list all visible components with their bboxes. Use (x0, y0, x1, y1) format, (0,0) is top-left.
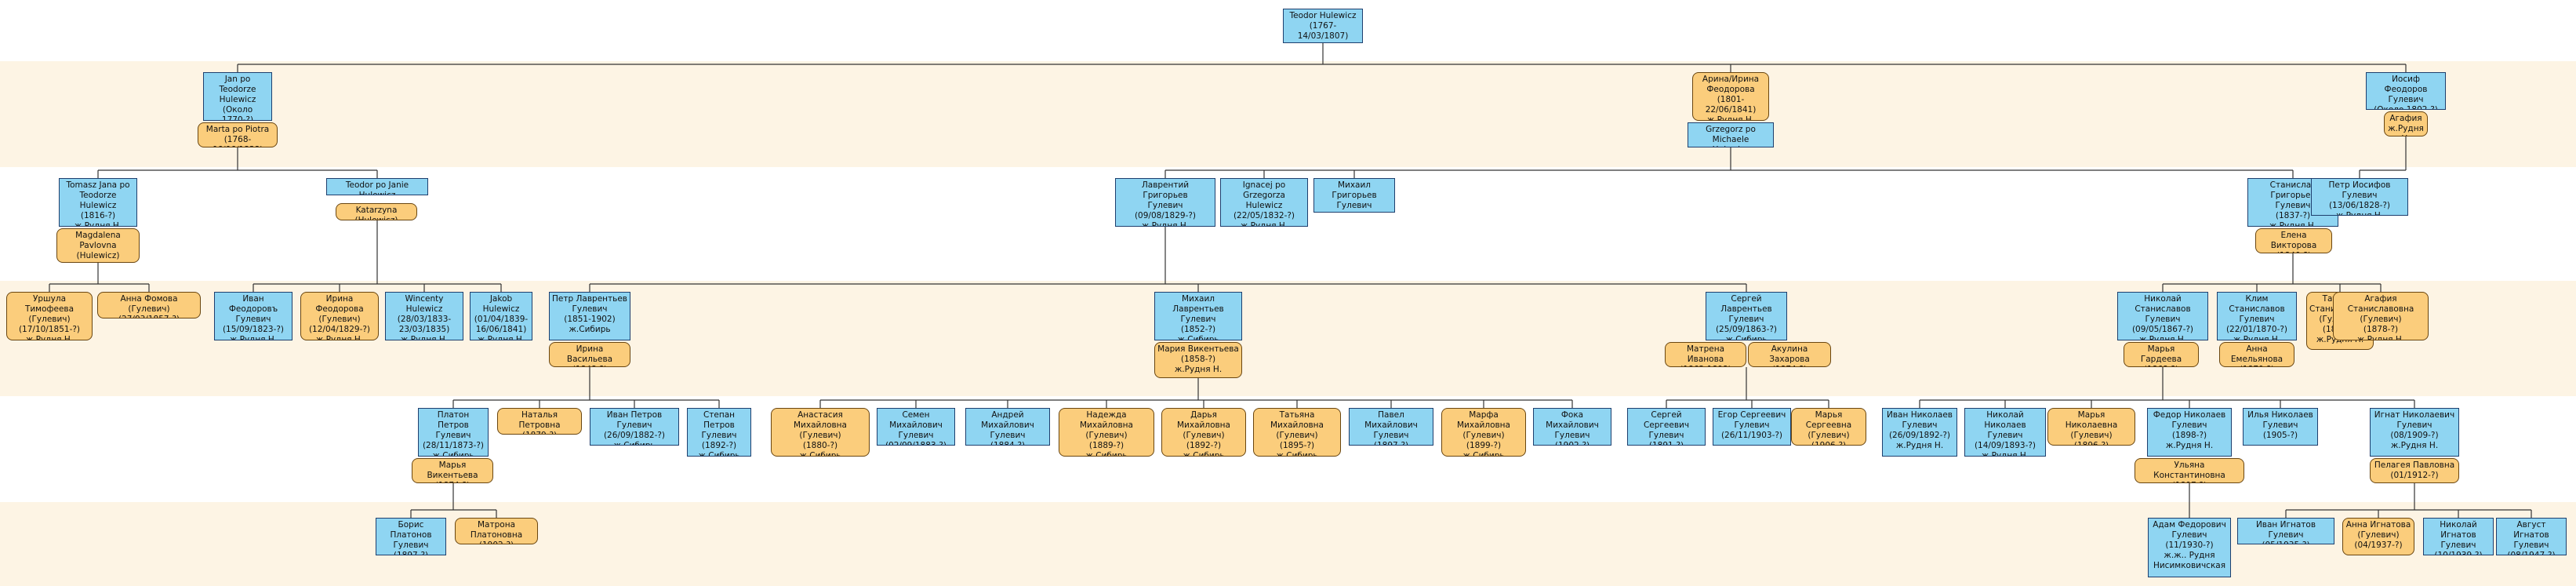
person-foka[interactable]: Фока Михайлович Гулевич (1902-?) (1533, 408, 1611, 446)
person-teodor[interactable]: Teodor Hulewicz (1767-14/03/1807) ж.Ниси… (1283, 9, 1363, 43)
person-maria_v2[interactable]: Марья Викентьева (1874-?) (412, 458, 493, 483)
person-grzegorz[interactable]: Grzegorz po Michaele Hulewicz (1688, 122, 1774, 147)
person-natalia_p[interactable]: Наталья Петровна (1879-?) (497, 408, 582, 435)
person-semen[interactable]: Семен Михайлович Гулевич (02/09/1883-?) (877, 408, 955, 446)
person-marta[interactable]: Marta po Piotra (1768-06/06/1838) (198, 122, 278, 147)
person-marfa_m[interactable]: Марфа Михайловна (Гулевич) (1899-?) ж.Си… (1441, 408, 1526, 457)
person-avgust[interactable]: Август Игнатов Гулевич (08/1947-?) (2496, 518, 2567, 555)
person-pelageya[interactable]: Пелагея Павловна (01/1912-?) (2370, 458, 2459, 483)
person-maria_g[interactable]: Марья Гардеева (1868-?) (2124, 342, 2199, 367)
person-magdalena[interactable]: Magdalena Pavlovna (Hulewicz) (1815-?) (56, 228, 140, 263)
person-teodor2[interactable]: Teodor po Janie Hulewicz (326, 178, 428, 195)
person-jakob[interactable]: Jakob Hulewicz (01/04/1839- 16/06/1841) … (470, 292, 532, 340)
person-ulyana[interactable]: Ульяна Константиновна (1897-?) (2135, 458, 2244, 483)
person-nadezhda[interactable]: Надежда Михайловна (Гулевич) (1889-?) ж.… (1059, 408, 1154, 457)
person-nikolai_s[interactable]: Николай Станиславов Гулевич (09/05/1867-… (2117, 292, 2208, 340)
person-akulina[interactable]: Акулина Захарова (1874-?) (1748, 342, 1831, 367)
person-elena[interactable]: Елена Викторова (1840-?) (2255, 228, 2332, 253)
person-mikhail_l[interactable]: Михаил Лаврентьев Гулевич (1852-?) ж.Сиб… (1154, 292, 1242, 340)
person-ivan_p[interactable]: Иван Петров Гулевич (26/09/1882-?) ж.Сиб… (590, 408, 679, 446)
person-petr_l[interactable]: Петр Лаврентьев Гулевич (1851-1902) ж.Си… (549, 292, 630, 340)
person-anna_e[interactable]: Анна Емельянова (1870-?) (2219, 342, 2294, 367)
person-petr_iosif[interactable]: Петр Иосифов Гулевич (13/06/1828-?) ж.Ру… (2311, 178, 2408, 216)
person-pavel_m[interactable]: Павел Михайлович Гулевич (1897-?) (1349, 408, 1433, 446)
person-anastasia[interactable]: Анастасия Михайловна (Гулевич) (1880-?) … (771, 408, 870, 457)
person-agafia_s[interactable]: Агафия Станиславовна (Гулевич) (1878-?) … (2333, 292, 2429, 340)
person-jan[interactable]: Jan po Teodorze Hulewicz (Около 1770-?) … (203, 72, 272, 121)
person-anna_f[interactable]: Анна Фомова (Гулевич) (27/03/1857-?) (97, 292, 201, 318)
person-lavrentiy[interactable]: Лаврентий Григорьев Гулевич (09/08/1829-… (1115, 178, 1215, 227)
person-ignat[interactable]: Игнат Николаевич Гулевич (08/1909-?) ж.Р… (2370, 408, 2459, 457)
person-nikolai_i[interactable]: Николай Игнатов Гулевич (10/1939-?) (2423, 518, 2494, 555)
person-maria_s[interactable]: Марья Сергеевна (Гулевич) (1906-?) (1791, 408, 1866, 446)
person-iosif[interactable]: Иосиф Феодоров Гулевич (Около 1802-?) (2366, 72, 2446, 110)
person-ignacy[interactable]: Ignacej po Grzegorza Hulewicz (22/05/183… (1220, 178, 1308, 227)
person-agafia[interactable]: Агафия ж.Рудня Н. (2384, 111, 2428, 136)
person-sergey_l[interactable]: Сергей Лаврентьев Гулевич (25/09/1863-?)… (1706, 292, 1787, 340)
person-platon[interactable]: Платон Петров Гулевич (28/11/1873-?) ж.С… (418, 408, 489, 457)
person-nikolai_n[interactable]: Николай Николаев Гулевич (14/09/1893-?) … (1964, 408, 2046, 457)
person-stepan_p[interactable]: Степан Петров Гулевич (1892-?) ж.Сибирь (687, 408, 751, 457)
person-ivan_i[interactable]: Иван Игнатов Гулевич (05/1935-?) (2237, 518, 2334, 544)
person-daria_m[interactable]: Дарья Михайловна (Гулевич) (1892-?) ж.Си… (1161, 408, 1246, 457)
person-matrona_p[interactable]: Матрона Платоновна (1902-?) (455, 518, 538, 544)
person-irina_v[interactable]: Ирина Васильева (1848-?) (549, 342, 630, 367)
person-matrena_i[interactable]: Матрена Иванова (1863-1898) (1665, 342, 1746, 367)
person-anna_i[interactable]: Анна Игнатова (Гулевич) (04/1937-?) (2342, 518, 2414, 555)
person-egor[interactable]: Егор Сергеевич Гулевич (26/11/1903-?) (1713, 408, 1791, 446)
generation-band-1 (0, 61, 2576, 167)
person-maria_n[interactable]: Марья Николаевна (Гулевич) (1896-?) (2047, 408, 2135, 446)
person-andrey[interactable]: Андрей Михайлович Гулевич (1884-?) (965, 408, 1050, 446)
person-mikhail_g[interactable]: Михаил Григорьев Гулевич ж.Рудня Н. (1313, 178, 1395, 213)
person-katarzyna[interactable]: Katarzyna (Hulewicz) (336, 203, 417, 220)
person-fedor_n[interactable]: Федор Николаев Гулевич (1898-?) ж.Рудня … (2147, 408, 2232, 457)
person-urshula[interactable]: Уршула Тимофеева (Гулевич) (17/10/1851-?… (6, 292, 93, 340)
person-ilya[interactable]: Илья Николаев Гулевич (1905-?) (2243, 408, 2318, 446)
person-wincenty[interactable]: Wincenty Hulewicz (28/03/1833- 23/03/183… (385, 292, 463, 340)
person-sergey_s[interactable]: Сергей Сергеевич Гулевич (1891-?) (1627, 408, 1706, 446)
person-adam[interactable]: Адам Федорович Гулевич (11/1930-?) ж.ж..… (2148, 518, 2231, 577)
person-ivan_n[interactable]: Иван Николаев Гулевич (26/09/1892-?) ж.Р… (1882, 408, 1957, 457)
person-klim[interactable]: Клим Станиславов Гулевич (22/01/1870-?) … (2217, 292, 2297, 340)
person-irina_f[interactable]: Ирина Феодорова (Гулевич) (12/04/1829-?)… (300, 292, 379, 340)
person-arina[interactable]: Арина/Ирина Феодорова (1801-22/06/1841) … (1692, 72, 1769, 121)
person-tomasz[interactable]: Tomasz Jana po Teodorze Hulewicz (1816-?… (59, 178, 137, 227)
person-boris[interactable]: Борис Платонов Гулевич (1897-?) (376, 518, 446, 555)
person-tatiana_m[interactable]: Татьяна Михайловна (Гулевич) (1895-?) ж.… (1253, 408, 1341, 457)
person-ivan_f[interactable]: Иван Феодоровъ Гулевич (15/09/1823-?) ж.… (214, 292, 292, 340)
person-maria_v[interactable]: Мария Викентьева (1858-?) ж.Рудня Н. (1154, 342, 1242, 378)
